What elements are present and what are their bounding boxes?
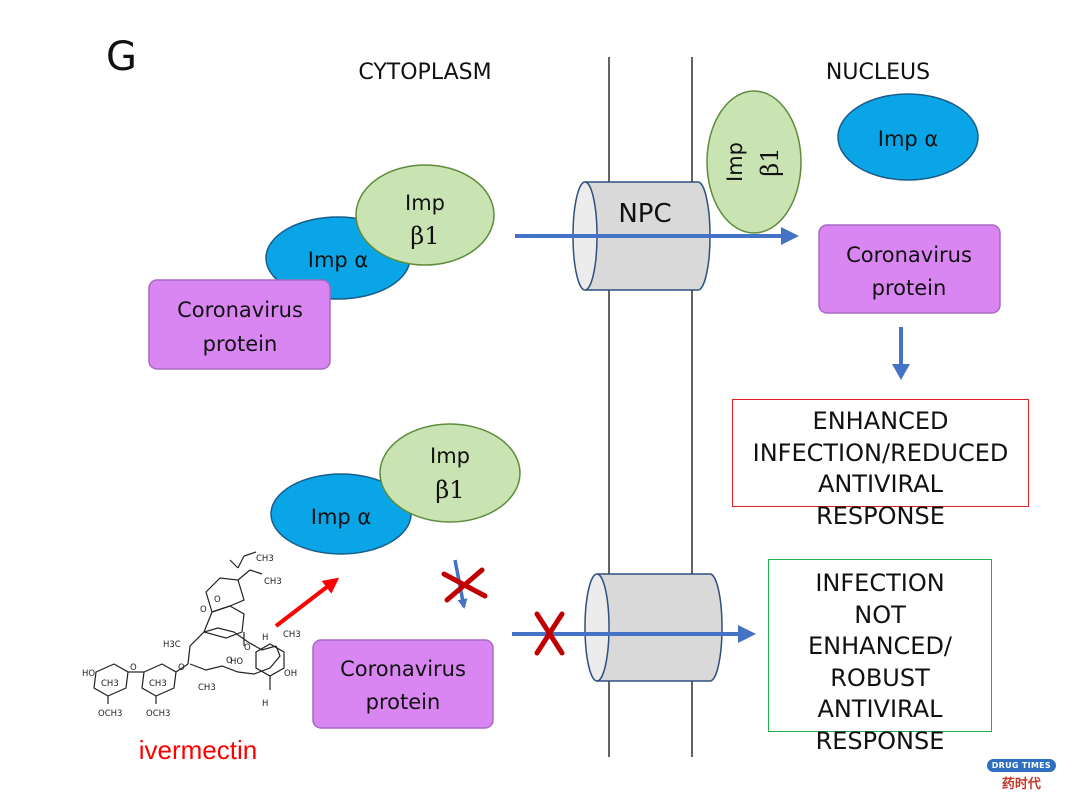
imp-beta1-label-line2: β1 (410, 222, 439, 250)
inhibition-x-mark-binding (441, 567, 488, 603)
svg-text:O: O (178, 663, 185, 673)
imp-beta1-bottom-line2: β1 (435, 476, 464, 504)
coronavirus-protein-nucleus (818, 224, 1001, 314)
outcome-enhanced-line4: RESPONSE (816, 501, 945, 530)
svg-text:O: O (226, 656, 233, 666)
svg-text:H: H (262, 699, 268, 709)
svg-text:CH3: CH3 (264, 577, 282, 587)
imp-alpha-nucleus (837, 93, 979, 181)
coronavirus-label-line2: protein (203, 332, 278, 356)
coronavirus-bottom-line2: protein (366, 690, 441, 714)
imp-beta1-label-line1: Imp (405, 191, 445, 215)
svg-text:CH3: CH3 (101, 679, 119, 689)
svg-text:CH3: CH3 (149, 679, 167, 689)
imp-beta1-nucleus-line1: Imp (723, 142, 747, 182)
imp-alpha-label: Imp α (308, 248, 369, 272)
imp-beta1-cyto-bottom (379, 423, 521, 523)
svg-text:O: O (200, 605, 207, 615)
imp-alpha-nucleus-label: Imp α (878, 127, 939, 151)
outcome-arrow-head (892, 364, 910, 380)
npc-channel-bottom (584, 573, 723, 682)
outcome-enhanced-line3: ANTIVIRAL (817, 470, 944, 498)
ivermectin-atom-labels: CH3 CH3 CH3 H3C HO CH3 O H HO OH H OCH3 … (82, 554, 301, 719)
inhibition-x-mark-import (534, 611, 565, 656)
outcome-enhanced-line2: INFECTION/REDUCED (752, 438, 1009, 467)
imp-beta1-nucleus-line2: β1 (756, 147, 784, 176)
npc-label: NPC (618, 199, 671, 229)
ivermectin-inhibition-arrow (274, 577, 340, 628)
imp-alpha-bottom-label: Imp α (311, 505, 372, 529)
svg-text:H: H (262, 633, 268, 643)
outcome-not-enhanced-line6: RESPONSE (815, 726, 945, 755)
coronavirus-bottom-line1: Coronavirus (340, 657, 466, 681)
svg-text:OH: OH (284, 669, 297, 679)
coronavirus-label-line1: Coronavirus (177, 298, 303, 322)
outcome-enhanced-infection: ENHANCED INFECTION/REDUCED ANTIVIRAL RES… (732, 399, 1029, 530)
outcome-enhanced-line1: ENHANCED (812, 407, 949, 435)
nucleus-label: NUCLEUS (826, 60, 930, 85)
panel-letter: G (106, 34, 137, 80)
svg-text:H3C: H3C (163, 640, 181, 650)
svg-text:CH3: CH3 (198, 683, 216, 693)
svg-text:O: O (214, 595, 221, 605)
cytoplasm-label: CYTOPLASM (358, 60, 491, 85)
svg-text:CH3: CH3 (283, 630, 301, 640)
ivermectin-structure (93, 551, 285, 704)
drug-times-badge: DRUG TIMES (986, 759, 1056, 772)
outcome-not-enhanced-line3: ENHANCED/ (807, 632, 953, 660)
imp-beta1-cyto-top (355, 164, 495, 266)
imp-beta1-bottom-line1: Imp (430, 444, 470, 468)
coronavirus-nucleus-line1: Coronavirus (846, 243, 972, 267)
svg-text:OCH3: OCH3 (98, 709, 122, 719)
imp-beta1-nucleus (706, 90, 802, 234)
coronavirus-nucleus-line2: protein (872, 276, 947, 300)
outcome-not-enhanced: INFECTION NOT ENHANCED/ ROBUST ANTIVIRAL… (768, 559, 992, 755)
svg-text:HO: HO (82, 669, 95, 679)
ivermectin-label: ivermectin (139, 735, 257, 765)
drug-times-chinese: 药时代 (1001, 777, 1041, 792)
svg-text:CH3: CH3 (256, 554, 274, 564)
svg-text:O: O (244, 643, 251, 653)
outcome-not-enhanced-line1: INFECTION (815, 569, 945, 597)
coronavirus-protein-cyto-bottom (312, 639, 494, 729)
drug-times-logo: DRUG TIMES 药时代 (986, 753, 1056, 792)
svg-text:HO: HO (230, 657, 243, 667)
outcome-not-enhanced-line4: ROBUST (830, 663, 930, 692)
outcome-not-enhanced-line5: ANTIVIRAL (817, 695, 943, 723)
coronavirus-protein-cyto-top (148, 279, 331, 370)
svg-text:OCH3: OCH3 (146, 709, 170, 719)
outcome-not-enhanced-line2: NOT (854, 600, 906, 629)
svg-text:O: O (130, 663, 137, 673)
